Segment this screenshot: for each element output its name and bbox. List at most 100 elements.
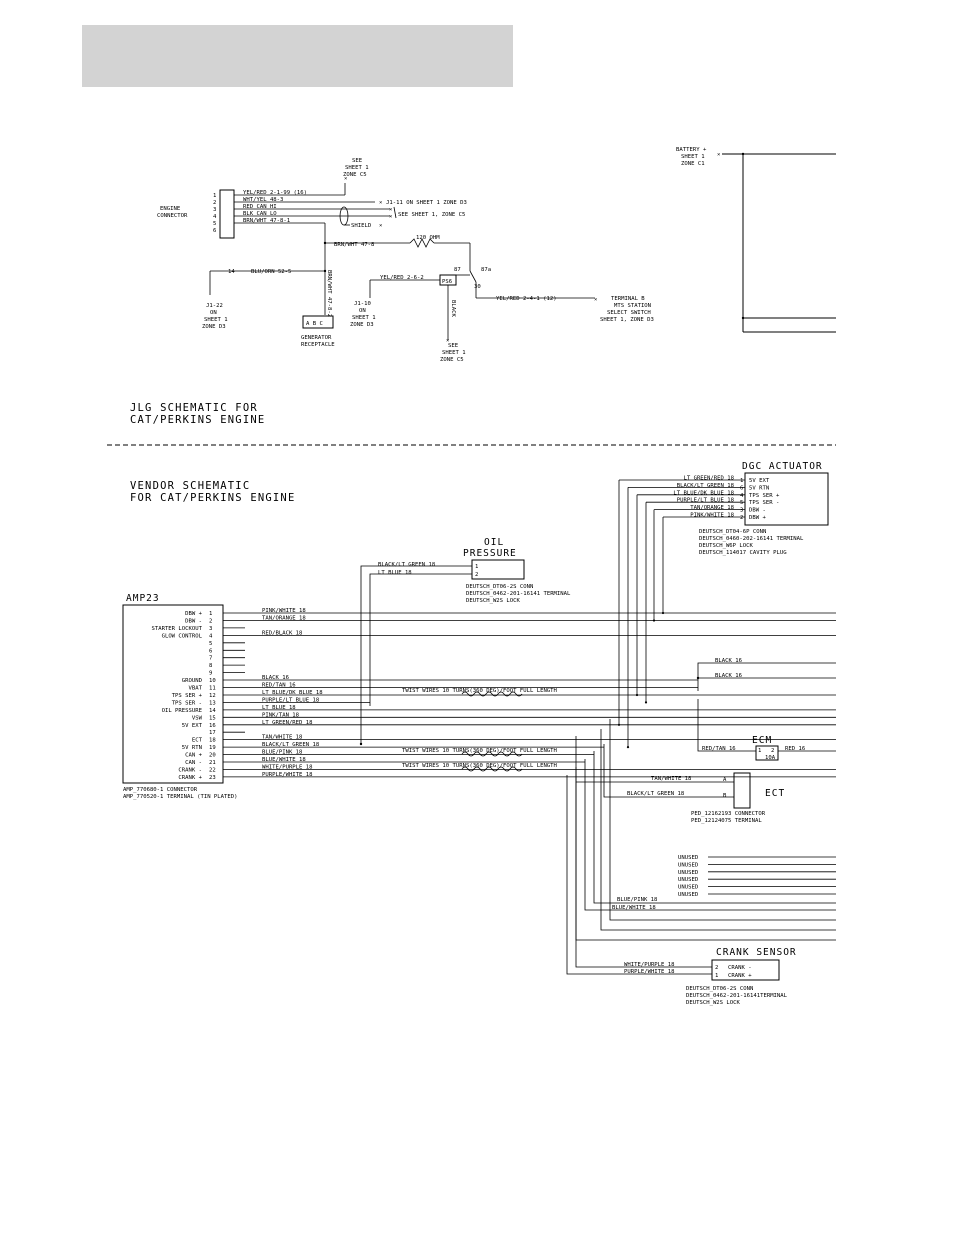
wire — [600, 729, 836, 931]
wire-label: RED/TAN 16 — [702, 746, 736, 752]
pin-label: OIL PRESSURE — [162, 708, 203, 714]
receptacle-pins: A B C — [306, 321, 323, 327]
pin-label: 14 — [228, 269, 235, 275]
dgc-conn-spec: DEUTSCH_114017 CAVITY PLUG — [699, 550, 787, 556]
bracket — [393, 206, 397, 219]
j1-22-label: SHEET 1 — [204, 317, 228, 323]
oil-pressure-title: OIL — [484, 537, 504, 548]
unused-label: UNUSED — [678, 862, 699, 868]
pin-label: DBW - — [749, 508, 766, 514]
jlg-schematic: ENGINE CONNECTOR 1 2 3 4 5 6 YEL/RED 2-1… — [130, 147, 836, 426]
pin-label: CAN - — [185, 760, 202, 766]
pin-number: 2 — [715, 965, 718, 971]
wire — [609, 719, 836, 921]
wire — [566, 775, 712, 975]
x-mark: × — [379, 200, 382, 206]
pin-number: 13 — [209, 700, 216, 706]
junction-dot — [652, 619, 656, 622]
j1-10-label: SHEET 1 — [352, 315, 376, 321]
unused-label: UNUSED — [678, 885, 699, 891]
vendor-schematic: VENDOR SCHEMATIC FOR CAT/PERKINS ENGINE … — [122, 461, 836, 1006]
junction-dot — [696, 676, 700, 680]
twist-label: TWIST WIRES 10 TURNS(360 DEG)/FOOT FULL … — [402, 748, 557, 754]
x-mark: × — [344, 176, 347, 182]
wire — [575, 782, 836, 941]
pin-number: 2 — [475, 572, 478, 578]
pin-label: ECT — [192, 738, 203, 744]
amp23-title: AMP23 — [126, 593, 160, 604]
wire-label: PURPLE/WHITE 18 — [624, 969, 675, 975]
wire-label: TAN/WHITE 18 — [651, 776, 692, 782]
jlg-title: JLG SCHEMATIC FOR — [130, 402, 258, 414]
j1-22-label: ON — [210, 310, 217, 316]
junction-dot — [617, 723, 621, 726]
wire-label: BLACK/LT GREEN 18 — [262, 742, 320, 748]
j1-22-label: J1-22 — [206, 303, 223, 309]
crank-conn-spec: DEUTSCH_DT06-2S CONN — [686, 986, 753, 992]
pin-number: 4 — [209, 633, 213, 639]
pin-label: TPS SER - — [749, 500, 779, 506]
crank-conn-spec: DEUTSCH_0462-201-16141TERMINAL — [686, 993, 788, 999]
relay-pin: 30 — [474, 284, 481, 290]
junction-dot — [741, 152, 745, 156]
pin-label: GLOW CONTROL — [162, 633, 203, 639]
engine-connector-box — [219, 189, 235, 239]
pin-number: 10 — [209, 678, 216, 684]
wire — [697, 662, 836, 691]
see-sheet-c5-label: SEE SHEET 1, ZONE C5 — [398, 212, 465, 218]
amp23-conn-spec: AMP_770680-1 CONNECTOR — [123, 787, 198, 793]
see-sheet-label: SEE — [448, 343, 459, 349]
wire-label: RED/BLACK 18 — [262, 630, 303, 636]
wire — [575, 767, 712, 968]
pin-label: DBW + — [185, 611, 202, 617]
pin-number: 2 — [740, 515, 743, 521]
pin-number: 14 — [209, 708, 216, 714]
j1-10-label: ON — [359, 308, 366, 314]
amp23-conn-spec: AMP_770520-1 TERMINAL (TIN PLATED) — [123, 794, 238, 800]
wire-label: LT BLUE 18 — [378, 570, 412, 576]
pin-number: 4 — [213, 214, 217, 220]
pin-number: 1 — [758, 748, 761, 754]
pin-label: CRANK + — [728, 973, 752, 979]
twist-label: TWIST WIRES 10 TURNS(360 DEG)/FOOT FULL … — [402, 763, 557, 769]
wire-label: TAN/ORANGE 18 — [262, 616, 306, 622]
pin-label: GROUND — [182, 678, 203, 684]
pin-number: 16 — [209, 723, 216, 729]
crank-conn-spec: DEUTSCH_W2S LOCK — [686, 1000, 741, 1006]
wire-label: PURPLE/WHITE 18 — [262, 772, 313, 778]
pin-number: 5 — [740, 500, 743, 506]
oil-conn-spec: DEUTSCH_W2S LOCK — [466, 598, 521, 604]
x-mark: × — [389, 207, 392, 213]
pin-label: TPS SER + — [172, 693, 203, 699]
pin-number: 3 — [740, 508, 743, 514]
ect-conn-spec: PED_12162193 CONNECTOR — [691, 811, 766, 817]
resistor-label: 120 OHM — [416, 235, 440, 241]
wire-label: BRN/WHT 47-8 — [334, 242, 375, 248]
relay-pin: 87a — [481, 267, 491, 273]
battery-label: ZONE C1 — [681, 161, 705, 167]
see-sheet-label: SHEET 1 — [442, 350, 466, 356]
twist-label: TWIST WIRES 10 TURNS(360 DEG)/FOOT FULL … — [402, 688, 557, 694]
pin-number: 3 — [213, 207, 216, 213]
header-bar — [82, 25, 513, 87]
generator-receptacle-box — [302, 315, 334, 329]
wire-label: LT BLUE/DK BLUE 18 — [262, 690, 323, 696]
pin-number: 17 — [209, 730, 216, 736]
pin-label: DBW - — [185, 619, 202, 625]
wire-label: PURPLE/LT BLUE 18 — [262, 697, 320, 703]
dgc-actuator-title: DGC ACTUATOR — [742, 461, 823, 472]
crank-sensor-title: CRANK SENSOR — [716, 947, 797, 958]
dgc-conn-spec: DEUTSCH_0460-202-16141 TERMINAL — [699, 536, 804, 542]
see-sheet-label: ZONE C5 — [343, 172, 367, 178]
junction-dot — [359, 742, 363, 746]
vendor-title: FOR CAT/PERKINS ENGINE — [130, 492, 295, 504]
crank-sensor-box — [711, 959, 780, 981]
pin-number: 12 — [209, 693, 216, 699]
wire-label: YEL/RED 2-4-1 (12) — [496, 296, 557, 302]
pin-number: 4 — [740, 493, 744, 499]
twist-loops — [461, 691, 523, 772]
wire — [593, 751, 836, 904]
pin-number: 7 — [209, 656, 212, 662]
wire-label: BLACK 16 — [262, 675, 289, 681]
